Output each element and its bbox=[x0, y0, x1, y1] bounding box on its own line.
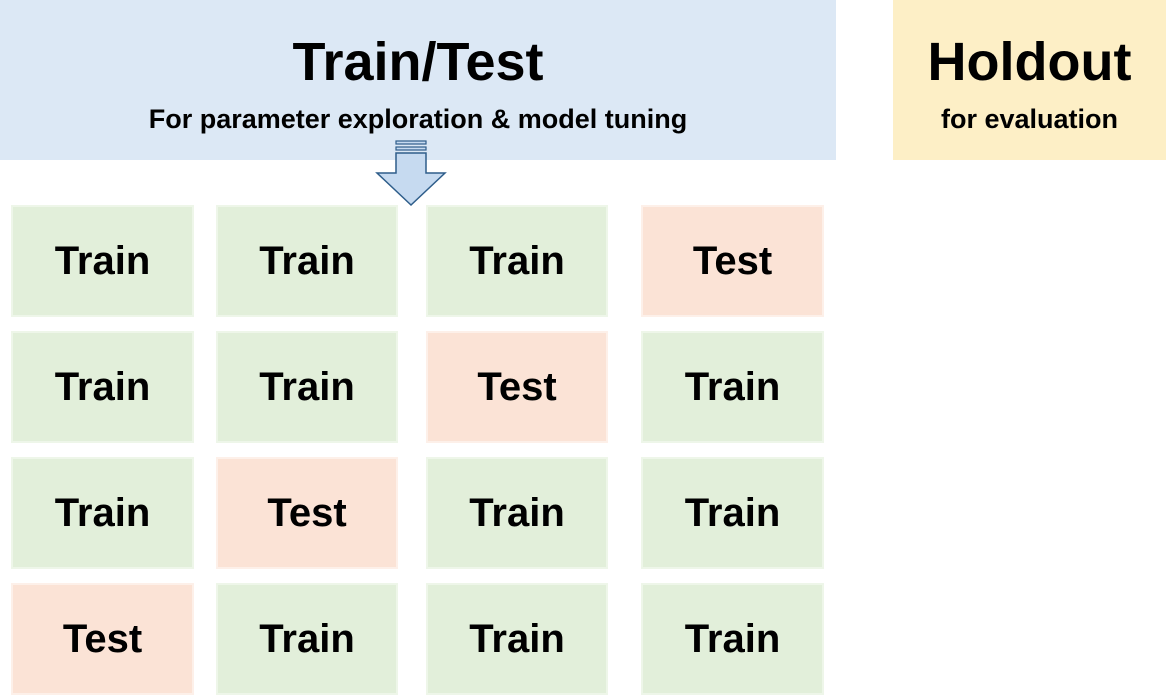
fold-cell-train: Train bbox=[216, 205, 398, 317]
down-arrow-icon bbox=[375, 140, 447, 207]
fold-cell-train: Train bbox=[11, 331, 194, 443]
fold-cell-test: Test bbox=[641, 205, 824, 317]
fold-cell-train: Train bbox=[216, 583, 398, 695]
fold-cell-train: Train bbox=[11, 205, 194, 317]
train-test-subtitle: For parameter exploration & model tuning bbox=[148, 104, 688, 134]
fold-cell-test: Test bbox=[216, 457, 398, 569]
holdout-title: Holdout bbox=[927, 32, 1132, 92]
train-test-title: Train/Test bbox=[292, 32, 544, 92]
fold-cell-train: Train bbox=[641, 331, 824, 443]
fold-cell-train: Train bbox=[426, 205, 608, 317]
fold-cell-test: Test bbox=[11, 583, 194, 695]
fold-cell-train: Train bbox=[426, 583, 608, 695]
fold-cell-test: Test bbox=[426, 331, 608, 443]
fold-cell-train: Train bbox=[641, 583, 824, 695]
train-test-box: Train/Test For parameter exploration & m… bbox=[0, 0, 836, 160]
holdout-box: Holdout for evaluation bbox=[893, 0, 1166, 160]
fold-cell-train: Train bbox=[641, 457, 824, 569]
fold-cell-train: Train bbox=[11, 457, 194, 569]
fold-cell-train: Train bbox=[426, 457, 608, 569]
holdout-subtitle: for evaluation bbox=[940, 104, 1119, 134]
fold-cell-train: Train bbox=[216, 331, 398, 443]
